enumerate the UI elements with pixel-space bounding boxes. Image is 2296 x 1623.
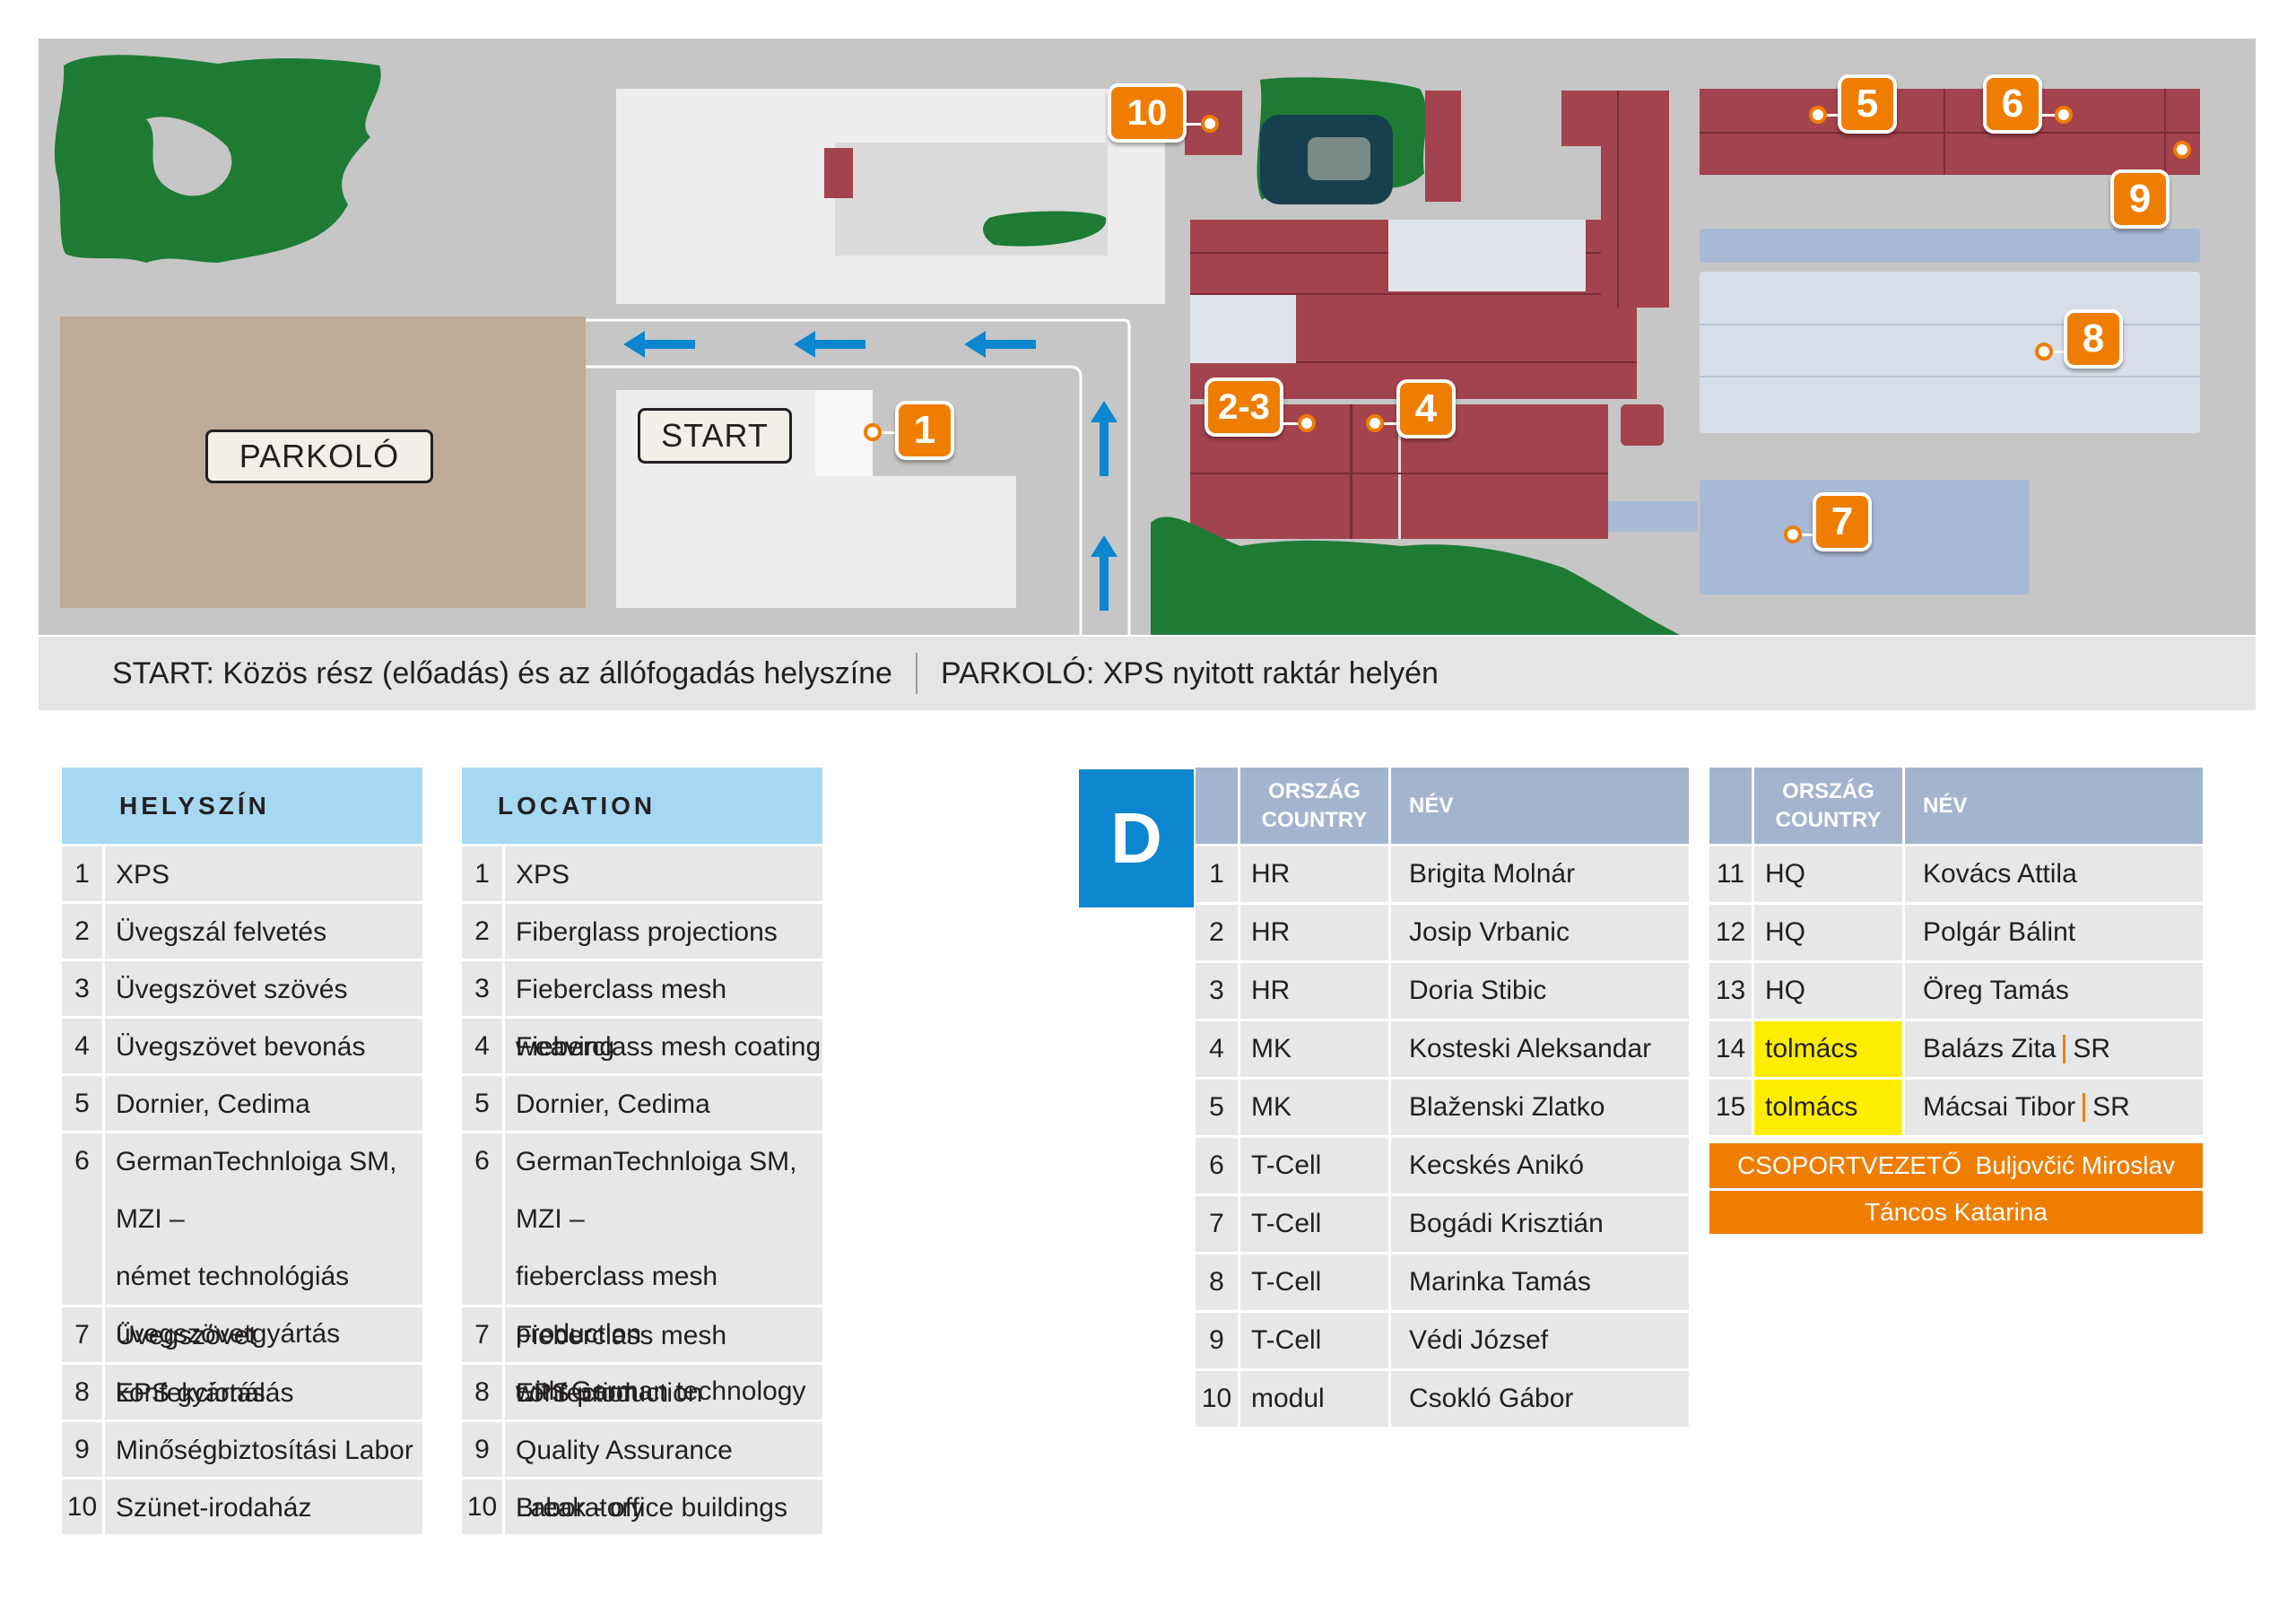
leader-name-2: Táncos Katarina	[1865, 1198, 2048, 1226]
leader-label: CSOPORTVEZETŐ	[1736, 1151, 1961, 1179]
marker-8-dot	[2035, 343, 2053, 360]
marker-10[interactable]: 10	[1108, 83, 1187, 143]
marker-9[interactable]: 9	[2110, 169, 2170, 229]
leader-name-1: Buljovčić Miroslav	[1975, 1151, 2176, 1179]
caption-divider	[915, 653, 918, 694]
marker-7[interactable]: 7	[1813, 492, 1872, 551]
start-label: START	[638, 408, 792, 464]
group-leader-row-2: Táncos Katarina	[1709, 1191, 2203, 1234]
marker-2-3[interactable]: 2-3	[1205, 378, 1283, 437]
marker-4-dot	[1366, 414, 1384, 432]
group-badge: D	[1079, 769, 1194, 907]
marker-1-dot	[864, 423, 882, 441]
marker-5[interactable]: 5	[1838, 74, 1897, 134]
map-caption: START: Közös rész (előadás) és az állófo…	[39, 637, 2256, 710]
direction-arrows-left	[623, 331, 1036, 358]
marker-6-dot	[2055, 106, 2073, 124]
marker-1[interactable]: 1	[895, 401, 954, 460]
marker-7-dot	[1784, 525, 1802, 543]
building-8	[1700, 272, 2200, 433]
marker-2-3-dot	[1298, 414, 1316, 432]
direction-arrows-up	[1091, 401, 1118, 611]
caption-parking: PARKOLÓ: XPS nyitott raktár helyén	[940, 655, 1439, 690]
helyszin-title: HELYSZÍN	[62, 768, 422, 846]
group-leader-row: CSOPORTVEZETŐ Buljovčić Miroslav	[1709, 1143, 2203, 1188]
marker-5-dot	[1809, 106, 1827, 124]
parking-label: PARKOLÓ	[205, 430, 433, 483]
marker-6[interactable]: 6	[1983, 74, 2042, 134]
marker-10-dot	[1201, 115, 1219, 133]
vegetation-area	[54, 55, 381, 263]
caption-start: START: Közös rész (előadás) és az állófo…	[112, 655, 892, 690]
marker-9-dot	[2173, 141, 2191, 159]
marker-4[interactable]: 4	[1396, 379, 1456, 438]
location-title: LOCATION	[462, 768, 822, 846]
marker-8[interactable]: 8	[2064, 309, 2123, 369]
site-map: PARKOLÓ START 1 2-3 4 5 6 7 8 9 10	[39, 39, 2256, 635]
